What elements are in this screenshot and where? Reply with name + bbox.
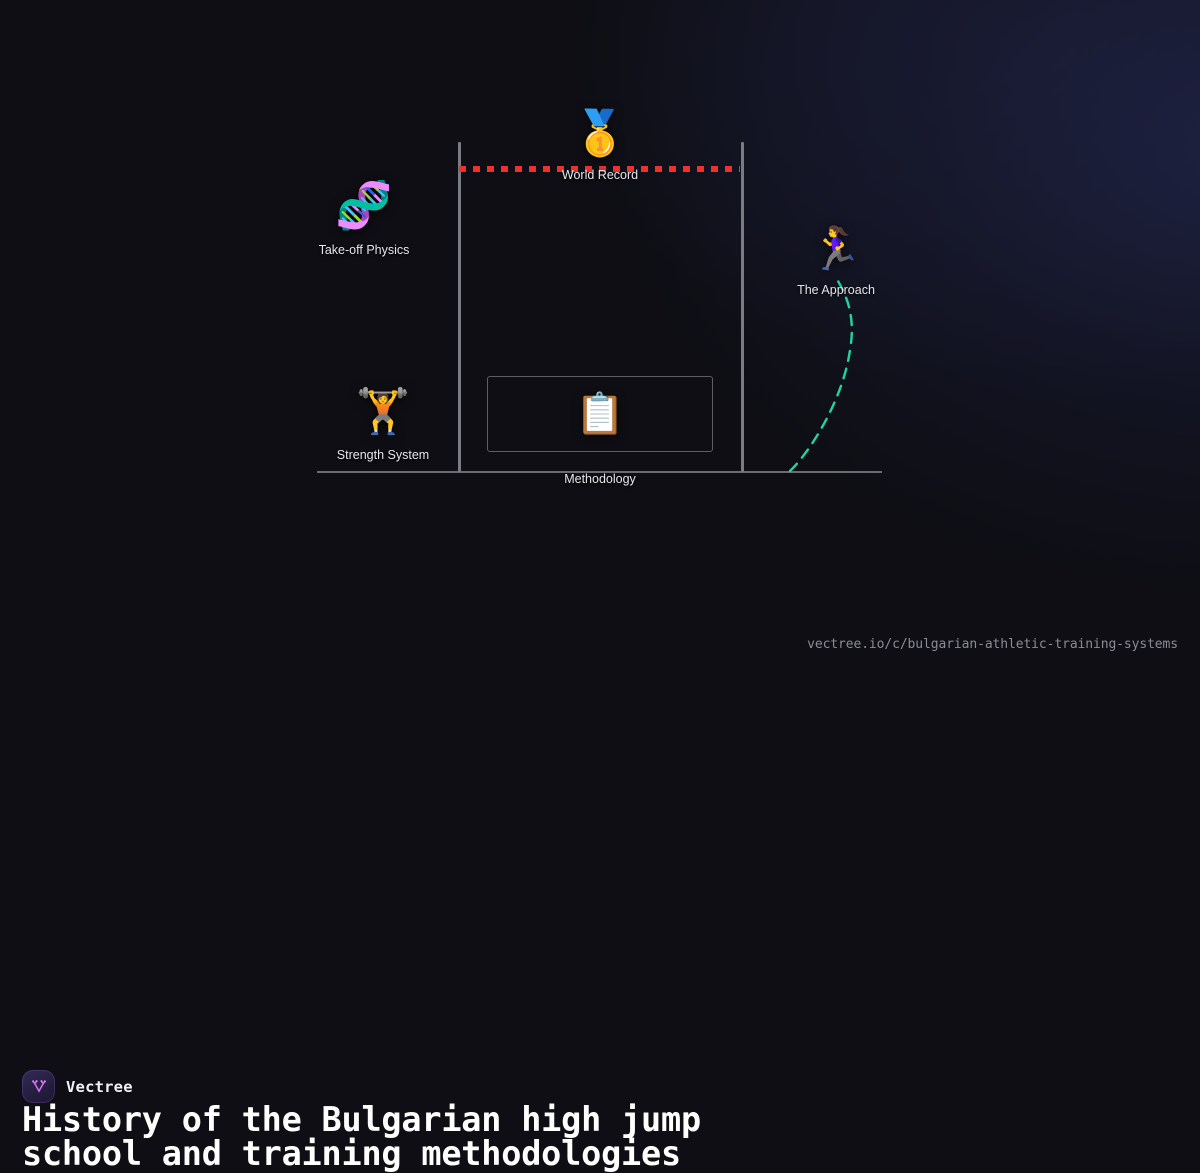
weightlifter-icon: 🏋️ [355, 387, 411, 436]
node-label-methodology: Methodology [564, 472, 636, 486]
methodology-panel[interactable]: 📋 [487, 376, 713, 452]
node-label-world-record: World Record [561, 168, 639, 182]
page-title: History of the Bulgarian high jump schoo… [22, 1100, 701, 1173]
vectree-logo-icon [22, 1070, 55, 1103]
left-standard-post [458, 142, 461, 472]
node-label-the-approach: The Approach [797, 283, 875, 297]
node-take-off-physics[interactable]: 🧬 Take-off Physics [294, 182, 434, 257]
node-label-take-off-physics: Take-off Physics [318, 243, 410, 257]
footer: Vectree History of the Bulgarian high ju… [0, 525, 1200, 1171]
clipboard-icon: 📋 [575, 392, 625, 436]
page-url: vectree.io/c/bulgarian-athletic-training… [807, 637, 1178, 652]
node-methodology-label-wrap: Methodology [530, 464, 670, 486]
gold-medal-icon: 🥇 [572, 109, 628, 158]
node-world-record[interactable]: 🥇 World Record [530, 109, 670, 183]
node-the-approach[interactable]: 🏃‍♀️ The Approach [766, 225, 906, 298]
dna-icon: 🧬 [335, 179, 393, 231]
high-jump-diagram: 🥇 World Record 🧬 Take-off Physics 🏃‍♀️ T… [0, 0, 1200, 520]
brand[interactable]: Vectree [22, 1070, 133, 1103]
node-label-strength-system: Strength System [336, 448, 430, 462]
right-standard-post [741, 142, 744, 472]
woman-running-icon: 🏃‍♀️ [809, 225, 863, 272]
crossbar-dashed-line [459, 166, 740, 172]
ground-line [317, 471, 882, 473]
node-strength-system[interactable]: 🏋️ Strength System [313, 387, 453, 463]
brand-name: Vectree [66, 1077, 133, 1096]
